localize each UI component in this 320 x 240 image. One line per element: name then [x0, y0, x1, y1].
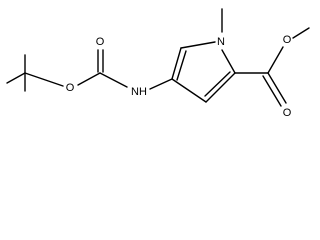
bond-ether-o-to-carbonyl-c: [77, 72, 101, 86]
atom-label-ester-ether-o: O: [283, 34, 292, 46]
bond-c3-c4: [171, 78, 207, 103]
bond-ether-o-to-methyl: [292, 27, 310, 39]
bond-carbonyl-c-to-nh: [99, 72, 128, 88]
bond-c5-n1: [180, 41, 216, 49]
carbamate-group: [77, 49, 173, 90]
chemical-structure: O O NH N O O: [6, 8, 310, 119]
atom-label-carbamate-ether-o: O: [66, 82, 75, 94]
tert-butyl-group: [6, 54, 64, 92]
pyrrole-ring: [171, 8, 236, 103]
bond-ester-c-to-carbonyl-o-b: [262, 75, 282, 107]
bond-tbu-to-ether-o: [24, 72, 64, 87]
bond-ester-c-to-carbonyl-o-a: [267, 72, 287, 104]
atom-label-ring-n: N: [217, 36, 225, 48]
bond-n1-c2: [221, 49, 236, 74]
bond-c2-c3-a: [205, 72, 236, 103]
bond-c4-c5-b: [176, 50, 187, 81]
bond-c2-c3-b: [204, 71, 231, 97]
bond-tbu-methyl-left: [6, 72, 26, 84]
methyl-ester-group: [234, 27, 310, 107]
atom-label-amine-nh: NH: [131, 86, 147, 98]
bond-c4-c5-a: [171, 47, 182, 80]
bond-ester-c-to-ether-o: [267, 46, 284, 74]
bond-nh-to-ring: [149, 78, 173, 90]
atom-label-ester-carbonyl-o: O: [283, 107, 292, 119]
atom-label-carbamate-carbonyl-o: O: [96, 36, 105, 48]
